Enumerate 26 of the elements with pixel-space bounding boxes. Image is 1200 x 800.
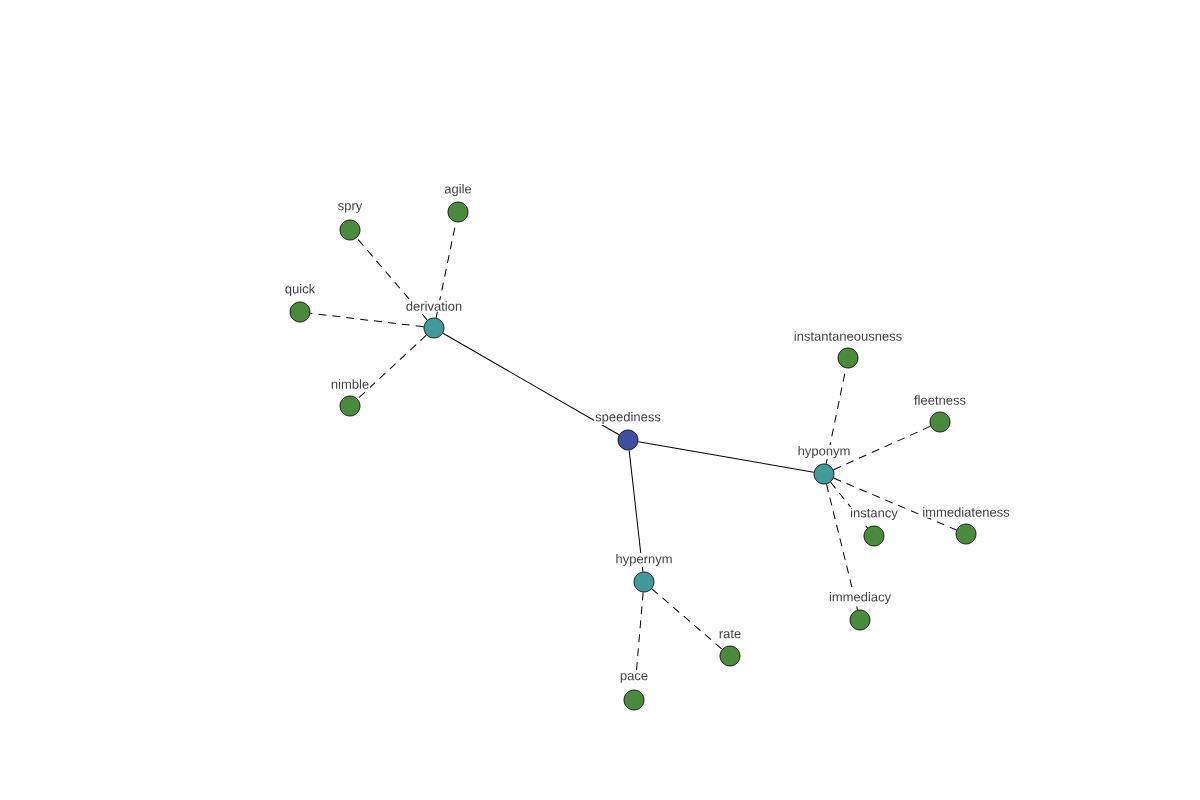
- graph-node: [339, 395, 361, 417]
- connector-line: [826, 483, 858, 611]
- graph-node: [813, 463, 835, 485]
- graph-node: [863, 525, 885, 547]
- connector-line: [356, 237, 428, 321]
- graph-node: [623, 689, 645, 711]
- graph-node: [633, 571, 655, 593]
- connector-line: [357, 334, 427, 400]
- graph-node: [719, 645, 741, 667]
- graph-node: [849, 609, 871, 631]
- graph-node: [955, 523, 977, 545]
- connector-line: [830, 481, 868, 529]
- connector-line: [442, 332, 620, 436]
- graph-node: [289, 301, 311, 323]
- connector-line: [651, 588, 723, 650]
- connector-line: [309, 312, 425, 328]
- graph-node: [447, 201, 469, 223]
- graph-node: [837, 347, 859, 369]
- graph-node: [929, 411, 951, 433]
- connector-line: [833, 425, 931, 471]
- graph-node: [423, 317, 445, 339]
- graph-node: [339, 219, 361, 241]
- graph-node: [617, 429, 639, 451]
- connector-line: [833, 477, 957, 531]
- connector-line: [637, 441, 815, 473]
- connector-line: [628, 449, 644, 573]
